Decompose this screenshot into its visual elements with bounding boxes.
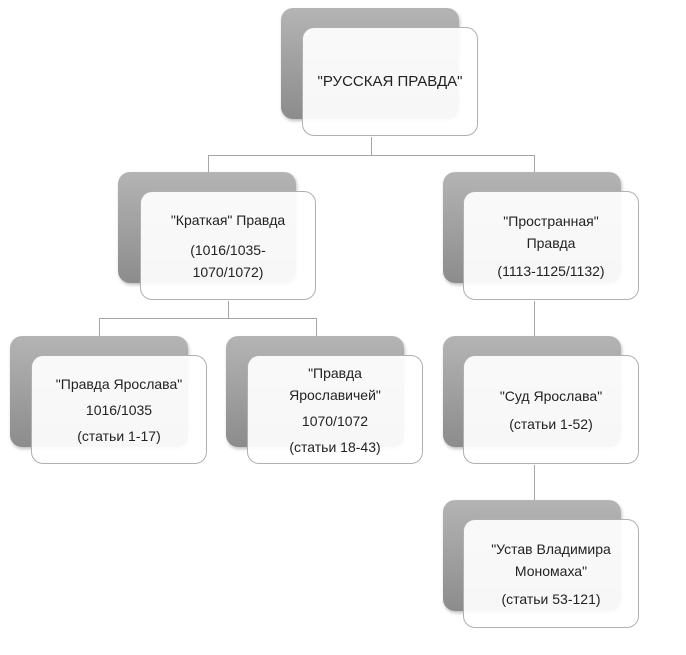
node-text: (статьи 1-52) bbox=[509, 415, 593, 432]
node-text: (1113-1125/1132) bbox=[497, 262, 605, 279]
connector bbox=[208, 155, 209, 172]
node-text: "РУССКАЯ ПРАВДА" bbox=[317, 72, 463, 90]
node-text: 1070/1072) bbox=[192, 263, 264, 280]
node-pravda-yaroslavichey: "Правда Ярославичей" 1070/1072 (статьи 1… bbox=[247, 355, 423, 464]
node-text: Правда bbox=[526, 234, 576, 251]
node-text: "Пространная" bbox=[503, 212, 599, 229]
connector bbox=[228, 301, 229, 318]
node-text: (статьи 1-17) bbox=[77, 427, 161, 444]
node-text: "Краткая" Правда bbox=[170, 211, 286, 228]
connector bbox=[371, 137, 372, 155]
node-text: Мономаха" bbox=[514, 562, 588, 579]
node-text: 1016/1035 bbox=[85, 401, 153, 418]
connector bbox=[316, 318, 317, 336]
connector bbox=[99, 318, 100, 336]
node-sud-yaroslava: "Суд Ярослава" (статьи 1-52) bbox=[463, 355, 639, 464]
node-ustav-vladimira-monomakha: "Устав Владимира Мономаха" (статьи 53-12… bbox=[463, 519, 639, 628]
node-text: "Устав Владимира bbox=[491, 540, 611, 557]
node-text: "Суд Ярослава" bbox=[499, 387, 603, 404]
connector bbox=[534, 301, 535, 336]
node-text: Ярославичей" bbox=[289, 386, 381, 403]
node-text: (статьи 18-43) bbox=[289, 438, 381, 455]
node-text: (1016/1035- bbox=[190, 241, 266, 258]
node-prostrannaya-pravda: "Пространная" Правда (1113-1125/1132) bbox=[463, 191, 639, 300]
node-text: 1070/1072 bbox=[301, 412, 369, 429]
connector bbox=[208, 155, 535, 156]
node-russkaya-pravda: "РУССКАЯ ПРАВДА" bbox=[302, 27, 478, 136]
connector bbox=[534, 155, 535, 172]
node-kratkaya-pravda: "Краткая" Правда (1016/1035- 1070/1072) bbox=[140, 191, 316, 300]
connector bbox=[534, 465, 535, 500]
node-text: (статьи 53-121) bbox=[501, 590, 601, 607]
connector bbox=[99, 318, 317, 319]
node-text: "Правда bbox=[308, 364, 362, 381]
node-text: "Правда Ярослава" bbox=[55, 375, 183, 392]
node-pravda-yaroslava: "Правда Ярослава" 1016/1035 (статьи 1-17… bbox=[31, 355, 207, 464]
